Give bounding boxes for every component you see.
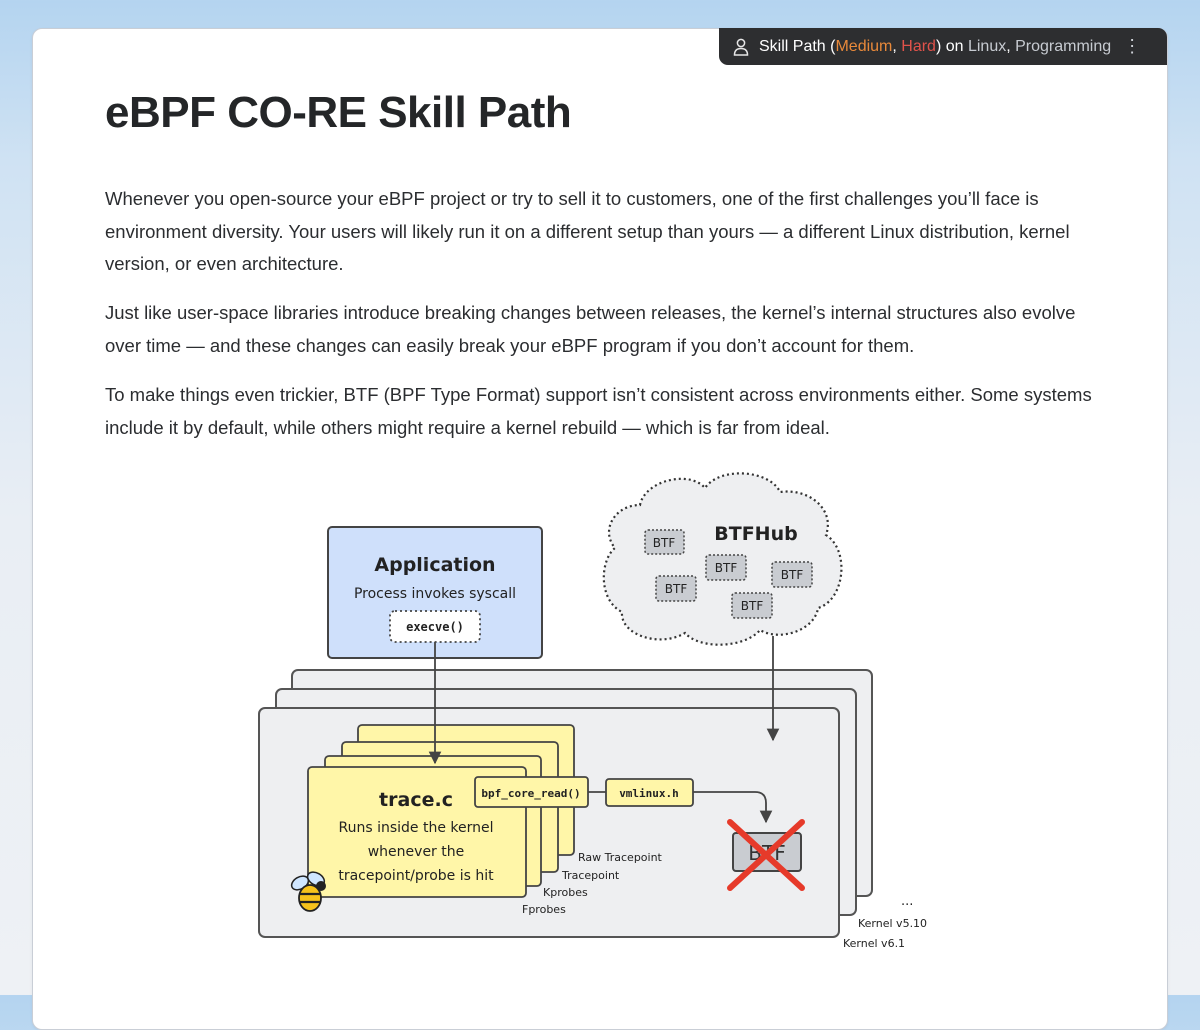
svg-text:BTF: BTF [653, 536, 676, 550]
topic-programming-link[interactable]: Programming [1015, 37, 1112, 55]
skill-path-badge: Skill Path (Medium, Hard) on Linux, Prog… [719, 28, 1167, 65]
badge-prefix: Skill Path ( [759, 37, 836, 55]
program-desc-line-1: Runs inside the kernel [338, 820, 493, 836]
page-title: eBPF CO-RE Skill Path [105, 88, 572, 137]
hook-label-tracepoint: Tracepoint [561, 869, 620, 882]
core-architecture-diagram: trace.c Runs inside the kernel whenever … [258, 472, 927, 950]
btfhub-title: BTFHub [714, 523, 797, 545]
user-icon [733, 38, 749, 56]
kernel-ellipsis: ... [901, 894, 913, 909]
level-medium[interactable]: Medium [835, 37, 893, 55]
hook-label-kprobes: Kprobes [543, 886, 588, 899]
program-title: trace.c [379, 789, 453, 811]
intro-paragraph-3: To make things even trickier, BTF (BPF T… [105, 384, 1092, 438]
bee-icon [290, 871, 326, 912]
more-vertical-icon[interactable]: ⋮ [1123, 36, 1141, 56]
application-title: Application [374, 554, 495, 576]
btf-chip: BTF [644, 529, 685, 555]
intro-paragraph-2: Just like user-space libraries introduce… [105, 302, 1076, 356]
badge-sep: , [892, 37, 902, 55]
hook-label-raw-tracepoint: Raw Tracepoint [578, 851, 663, 864]
btf-chip: BTF [705, 554, 747, 581]
program-card [307, 766, 527, 898]
svg-text:BTF: BTF [781, 568, 804, 582]
program-desc-line-2: whenever the [368, 844, 465, 860]
execve-label: execve() [406, 620, 464, 634]
cross-icon [727, 819, 805, 891]
btf-chip: BTF [731, 592, 773, 619]
svg-text:BTF: BTF [665, 582, 688, 596]
kernel-version-1: Kernel v5.10 [858, 917, 927, 930]
svg-text:BTF: BTF [741, 599, 764, 613]
bpf-core-read-label: bpf_core_read() [481, 787, 580, 800]
badge-text: Skill Path (Medium, Hard) on Linux, Prog… [759, 38, 1111, 56]
program-desc-line-3: tracepoint/probe is hit [338, 868, 494, 884]
topic-linux-link[interactable]: Linux [967, 37, 1007, 55]
application-subtitle: Process invokes syscall [354, 586, 516, 602]
level-hard[interactable]: Hard [901, 37, 936, 55]
btf-chip: BTF [655, 575, 697, 602]
intro-paragraph-1: Whenever you open-source your eBPF proje… [105, 188, 1070, 274]
kernel-version-2: Kernel v6.1 [843, 937, 905, 950]
btf-chip: BTF [771, 561, 813, 588]
badge-sep: , [1006, 37, 1016, 55]
hook-label-fprobes: Fprobes [522, 903, 566, 916]
vmlinux-label: vmlinux.h [619, 787, 679, 800]
svg-text:BTF: BTF [715, 561, 738, 575]
badge-mid: ) on [935, 37, 968, 55]
